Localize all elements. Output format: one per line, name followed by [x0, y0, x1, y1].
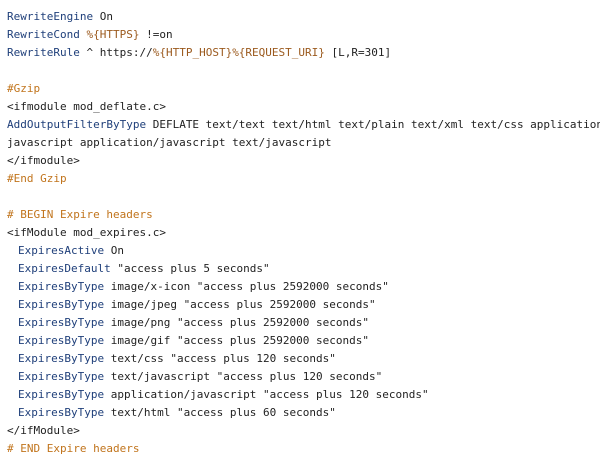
directive-keyword: ExpiresByType — [18, 316, 105, 329]
directive-value: text/html "access plus 60 seconds" — [104, 406, 336, 419]
directive-keyword: ExpiresByType — [18, 280, 105, 293]
directive-value: On — [93, 10, 113, 23]
code-line: #Gzip — [7, 80, 595, 98]
directive-value: text/css "access plus 120 seconds" — [104, 352, 336, 365]
directive-keyword: RewriteEngine — [7, 10, 94, 23]
code-line: ExpiresByType image/jpeg "access plus 25… — [7, 296, 595, 314]
directive-value: "access plus 5 seconds" — [110, 262, 270, 275]
directive-keyword: AddOutputFilterByType — [7, 118, 147, 131]
directive-value: image/x-icon "access plus 2592000 second… — [104, 280, 389, 293]
directive-value: text/javascript "access plus 120 seconds… — [104, 370, 383, 383]
directive-value: On — [104, 244, 124, 257]
directive-keyword: ExpiresDefault — [18, 262, 111, 275]
directive-value: ^ https:// — [79, 46, 153, 59]
code-line: ExpiresActive On — [7, 242, 595, 260]
blank-line — [7, 188, 595, 206]
server-variable: %{HTTP_HOST}%{REQUEST_URI} — [152, 46, 325, 59]
code-line: ExpiresByType text/html "access plus 60 … — [7, 404, 595, 422]
directive-keyword: ExpiresActive — [18, 244, 105, 257]
directive-keyword: ExpiresByType — [18, 298, 105, 311]
module-tag: <ifmodule mod_deflate.c> — [7, 100, 166, 113]
code-line: </ifModule> — [7, 422, 595, 440]
code-line: ExpiresByType image/x-icon "access plus … — [7, 278, 595, 296]
module-tag: </ifModule> — [7, 424, 80, 437]
code-comment: #End Gzip — [7, 172, 67, 185]
directive-value: image/jpeg "access plus 2592000 seconds" — [104, 298, 376, 311]
module-tag: </ifmodule> — [7, 154, 80, 167]
code-line: </ifmodule> — [7, 152, 595, 170]
code-line: ExpiresDefault "access plus 5 seconds" — [7, 260, 595, 278]
code-block: RewriteEngine On RewriteCond %{HTTPS} !=… — [7, 8, 600, 458]
directive-value: !=on — [139, 28, 173, 41]
directive-value: image/gif "access plus 2592000 seconds" — [104, 334, 369, 347]
blank-line — [7, 62, 595, 80]
directive-keyword: ExpiresByType — [18, 388, 105, 401]
code-line: # END Expire headers — [7, 440, 595, 458]
directive-flags: [L,R=301] — [324, 46, 392, 59]
code-line: ExpiresByType text/css "access plus 120 … — [7, 350, 595, 368]
code-line: ExpiresByType image/gif "access plus 259… — [7, 332, 595, 350]
code-line: <ifModule mod_expires.c> — [7, 224, 595, 242]
directive-value: DEFLATE text/text text/html text/plain t… — [146, 118, 600, 131]
code-line: javascript application/javascript text/j… — [7, 134, 595, 152]
directive-keyword: RewriteRule — [7, 46, 80, 59]
directive-value-continued: javascript application/javascript text/j… — [7, 136, 332, 149]
code-line: ExpiresByType text/javascript "access pl… — [7, 368, 595, 386]
directive-keyword: ExpiresByType — [18, 352, 105, 365]
code-line: #End Gzip — [7, 170, 595, 188]
directive-value: application/javascript "access plus 120 … — [104, 388, 429, 401]
code-comment: # BEGIN Expire headers — [7, 208, 153, 221]
directive-keyword: ExpiresByType — [18, 370, 105, 383]
code-line: ExpiresByType image/png "access plus 259… — [7, 314, 595, 332]
code-line: RewriteCond %{HTTPS} !=on — [7, 26, 595, 44]
code-line: RewriteEngine On — [7, 8, 595, 26]
directive-keyword: ExpiresByType — [18, 334, 105, 347]
directive-value: image/png "access plus 2592000 seconds" — [104, 316, 369, 329]
code-line: ExpiresByType application/javascript "ac… — [7, 386, 595, 404]
server-variable: %{HTTPS} — [79, 28, 140, 41]
code-comment: # END Expire headers — [7, 442, 140, 455]
code-comment: #Gzip — [7, 82, 41, 95]
code-line: AddOutputFilterByType DEFLATE text/text … — [7, 116, 600, 134]
module-tag: <ifModule mod_expires.c> — [7, 226, 166, 239]
directive-keyword: ExpiresByType — [18, 406, 105, 419]
code-line: # BEGIN Expire headers — [7, 206, 595, 224]
directive-keyword: RewriteCond — [7, 28, 80, 41]
code-line: RewriteRule ^ https://%{HTTP_HOST}%{REQU… — [7, 44, 595, 62]
code-line: <ifmodule mod_deflate.c> — [7, 98, 595, 116]
